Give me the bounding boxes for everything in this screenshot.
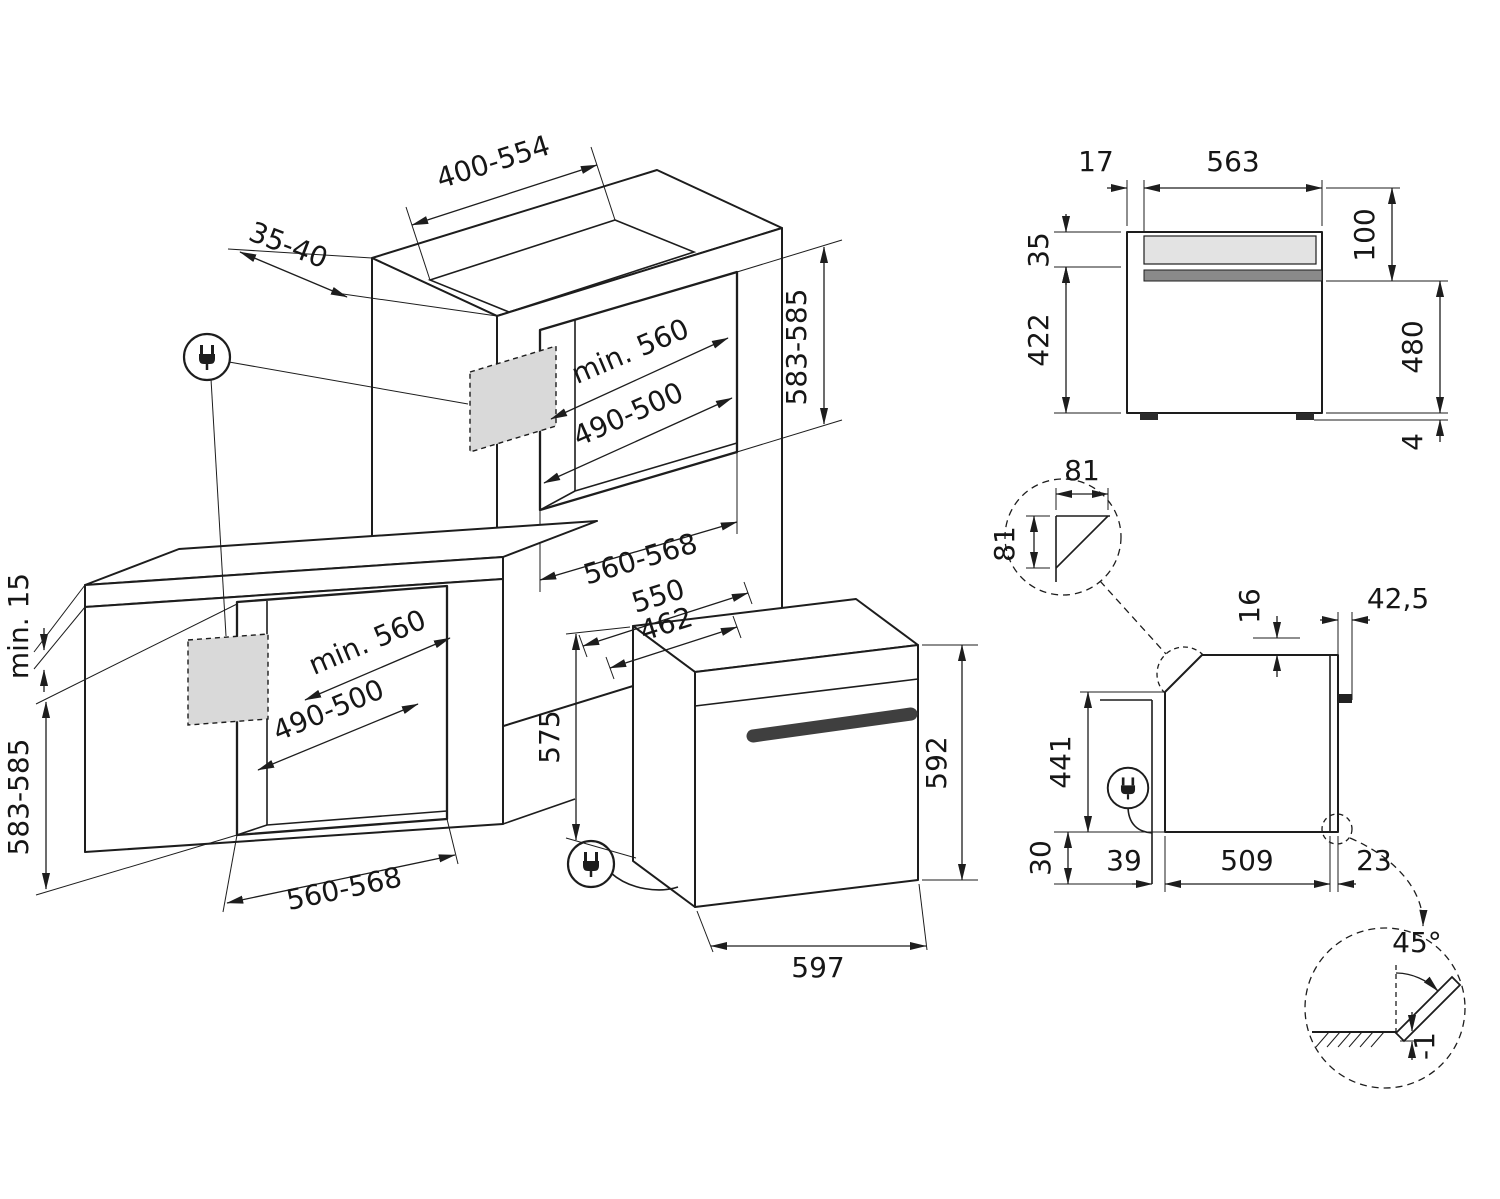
dim-rear-gap: 39 [1106,844,1142,877]
door-detail: 45° -1 [1304,926,1466,1089]
handle-strip [1143,269,1323,282]
dim-oven-height-front: 575 [533,710,566,763]
lower-outlet-area [187,633,269,726]
side-view-top: 17 563 35 422 100 480 4 [1022,145,1448,451]
handle-profile [1338,694,1352,703]
dim-corner-width: 81 [1064,454,1100,487]
dim-front-body: 480 [1396,320,1429,373]
dim-door-angle: 45° [1392,926,1442,959]
dim-lower-height: 583-585 [2,739,35,856]
dim-front-top: 100 [1348,208,1381,261]
upper-outlet-area [469,345,557,453]
dim-body: 422 [1022,313,1055,366]
dim-upper-height: 583-585 [780,289,813,406]
dim-bottom-gap: 30 [1024,840,1057,876]
side-view-front: 16 42,5 441 30 39 509 23 [1024,582,1429,927]
dim-feet: 4 [1396,433,1429,451]
dim-door: 23 [1356,844,1392,877]
dim-height: 441 [1044,735,1077,788]
dim-oven-width: 597 [791,951,844,984]
dim-top-gap: 16 [1233,588,1266,624]
dim-depth: 509 [1220,844,1273,877]
oven-handle [746,707,918,743]
power-plug-icon [566,839,616,889]
oven-dimensions: 550 462 575 592 597 [533,572,978,984]
power-cord [610,872,679,891]
dim-door-overhang: -1 [1408,1032,1441,1060]
foot [1140,413,1158,420]
foot [1296,413,1314,420]
corner-detail: 81 81 [988,454,1212,702]
dim-corner-height: 81 [988,526,1021,562]
dim-oven-height: 592 [920,736,953,789]
dim-handle-depth: 42,5 [1367,582,1429,615]
power-plug-icon [1106,766,1150,810]
dim-panel: 35 [1022,232,1055,268]
dim-vent-gap: min. 15 [2,573,35,679]
control-panel [1143,235,1317,265]
power-cord [1127,805,1153,834]
floor-hatch [1315,1031,1385,1048]
dim-depth: 563 [1206,145,1259,178]
dim-rear-gap: 17 [1078,145,1114,178]
power-plug-icon [182,332,232,382]
